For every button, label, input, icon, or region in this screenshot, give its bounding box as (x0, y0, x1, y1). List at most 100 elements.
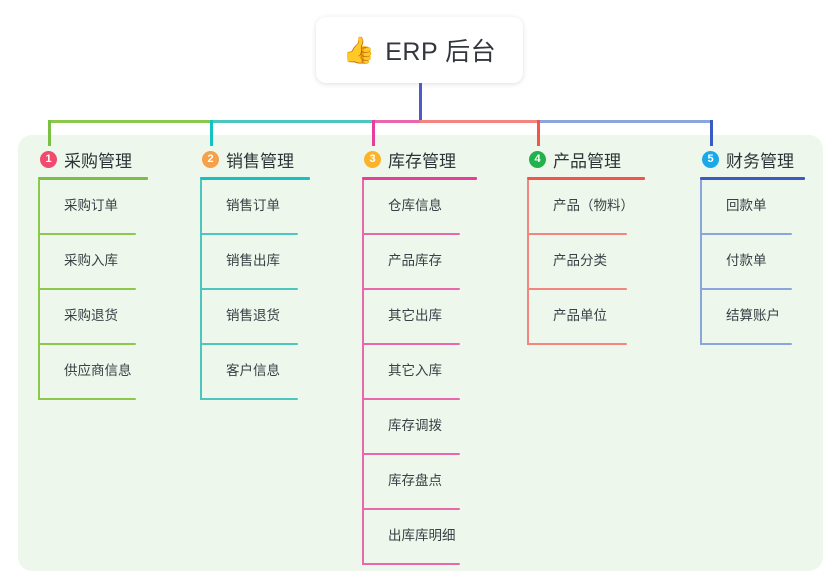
branch-title: 销售管理 (226, 151, 294, 171)
branch-header-1[interactable]: 1 采购管理 (38, 146, 148, 172)
branch-item-underline (200, 398, 298, 400)
branch-item[interactable]: 采购入库 (38, 235, 148, 290)
bus-segment-1 (48, 120, 213, 123)
branch-item-label: 销售出库 (226, 253, 280, 268)
branch-item-label: 采购退货 (64, 308, 118, 323)
branch-item[interactable]: 供应商信息 (38, 345, 148, 400)
branch-item[interactable]: 客户信息 (200, 345, 310, 400)
branch-number-badge: 2 (202, 150, 219, 168)
branch-item-underline (362, 233, 460, 235)
branch-item-label: 产品库存 (388, 253, 442, 268)
branch-underline (200, 177, 310, 180)
branch-item[interactable]: 采购退货 (38, 290, 148, 345)
branch-item[interactable]: 付款单 (700, 235, 805, 290)
branch-item-label: 库存盘点 (388, 473, 442, 488)
branch-item-underline (200, 343, 298, 345)
drop-connector-4 (537, 120, 540, 146)
drop-connector-1 (48, 120, 51, 146)
branch-item-label: 结算账户 (726, 308, 780, 323)
branch-item[interactable]: 销售退货 (200, 290, 310, 345)
root-node[interactable]: 👍 ERP 后台 (316, 17, 523, 83)
branch-column-5: 5 财务管理回款单付款单结算账户 (700, 146, 805, 345)
branch-item-underline (362, 398, 460, 400)
branch-item[interactable]: 销售出库 (200, 235, 310, 290)
branch-item-underline (362, 288, 460, 290)
branch-item[interactable]: 其它出库 (362, 290, 477, 345)
branch-item[interactable]: 仓库信息 (362, 180, 477, 235)
bus-segment-2 (210, 120, 375, 123)
branch-item-underline (38, 398, 136, 400)
branch-item-underline (700, 233, 792, 235)
branch-item-underline (527, 233, 627, 235)
branch-item-underline (362, 343, 460, 345)
branch-item-label: 采购订单 (64, 198, 118, 213)
branch-item-underline (362, 508, 460, 510)
branch-title: 财务管理 (726, 151, 794, 171)
branch-item[interactable]: 出库库明细 (362, 510, 477, 565)
branch-header-5[interactable]: 5 财务管理 (700, 146, 805, 172)
branch-item-label: 采购入库 (64, 253, 118, 268)
branch-item[interactable]: 结算账户 (700, 290, 805, 345)
branch-item-underline (527, 343, 627, 345)
branch-item[interactable]: 其它入库 (362, 345, 477, 400)
branch-item-label: 其它入库 (388, 363, 442, 378)
branch-header-4[interactable]: 4 产品管理 (527, 146, 645, 172)
branch-item-underline (362, 563, 460, 565)
branch-title: 产品管理 (553, 151, 621, 171)
thumbs-up-icon: 👍 (342, 35, 376, 65)
branch-spine (700, 180, 702, 345)
branch-item-underline (200, 288, 298, 290)
branch-item[interactable]: 销售订单 (200, 180, 310, 235)
branch-number-badge: 5 (702, 150, 719, 168)
branch-number-badge: 3 (364, 150, 381, 168)
branch-item[interactable]: 回款单 (700, 180, 805, 235)
branch-item[interactable]: 库存盘点 (362, 455, 477, 510)
drop-connector-3 (372, 120, 375, 146)
branch-underline (527, 177, 645, 180)
branch-item-label: 仓库信息 (388, 198, 442, 213)
branch-item[interactable]: 产品（物料） (527, 180, 645, 235)
branch-column-4: 4 产品管理产品（物料） 产品分类产品单位 (527, 146, 645, 345)
drop-connector-5 (710, 120, 713, 146)
branch-item-label: 销售订单 (226, 198, 280, 213)
branch-item[interactable]: 产品库存 (362, 235, 477, 290)
bus-segment-3 (372, 120, 423, 123)
branch-underline (700, 177, 805, 180)
branch-title: 采购管理 (64, 151, 132, 171)
branch-item[interactable]: 采购订单 (38, 180, 148, 235)
branch-item-underline (200, 233, 298, 235)
branch-underline (362, 177, 477, 180)
branch-item-list: 销售订单销售出库销售退货客户信息 (200, 180, 310, 400)
branch-item-label: 产品分类 (553, 253, 607, 268)
branch-item-list: 采购订单采购入库采购退货供应商信息 (38, 180, 148, 400)
branch-item-label: 出库库明细 (388, 528, 456, 543)
branch-spine (200, 180, 202, 400)
bus-segment-4 (420, 120, 540, 123)
branch-item-list: 产品（物料） 产品分类产品单位 (527, 180, 645, 345)
branch-spine (527, 180, 529, 345)
branch-item-label: 产品（物料） (553, 198, 634, 213)
branch-item-underline (700, 288, 792, 290)
branch-item-label: 销售退货 (226, 308, 280, 323)
branch-item-list: 仓库信息产品库存其它出库其它入库库存调拨库存盘点出库库明细 (362, 180, 477, 565)
root-title: ERP 后台 (385, 38, 497, 66)
branch-number-badge: 1 (40, 150, 57, 168)
branch-item-list: 回款单付款单结算账户 (700, 180, 805, 345)
branch-item-underline (527, 288, 627, 290)
branch-item[interactable]: 库存调拨 (362, 400, 477, 455)
drop-connector-2 (210, 120, 213, 146)
branch-item-underline (38, 233, 136, 235)
branch-spine (38, 180, 40, 400)
branch-item[interactable]: 产品分类 (527, 235, 645, 290)
branch-item-underline (38, 288, 136, 290)
branch-item-label: 付款单 (726, 253, 767, 268)
branch-item-label: 客户信息 (226, 363, 280, 378)
branch-header-2[interactable]: 2 销售管理 (200, 146, 310, 172)
branch-item[interactable]: 产品单位 (527, 290, 645, 345)
branch-number-badge: 4 (529, 150, 546, 168)
branch-item-label: 回款单 (726, 198, 767, 213)
bus-segment-5 (537, 120, 713, 123)
branch-column-1: 1 采购管理采购订单采购入库采购退货供应商信息 (38, 146, 148, 400)
